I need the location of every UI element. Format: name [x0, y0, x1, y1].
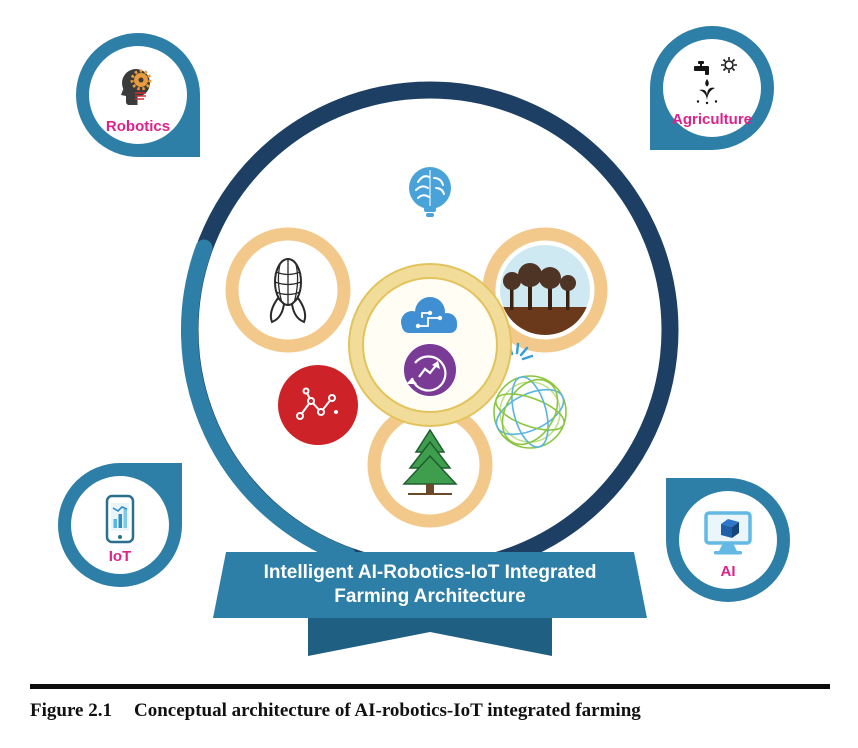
integrated-farming-diagram — [181, 81, 679, 579]
badge-iot-label: IoT — [108, 547, 132, 565]
water-tap-plant-sun-icon — [684, 50, 740, 110]
cloud-circuit-icon — [401, 297, 457, 333]
badge-robotics-label: Robotics — [105, 117, 171, 135]
center-hub — [348, 263, 512, 427]
forest-icon — [482, 227, 608, 353]
smartphone-chart-icon — [92, 487, 148, 547]
analytics-cycle-icon — [402, 342, 458, 398]
brain-lightbulb-icon — [409, 167, 451, 217]
badge-iot: IoT — [58, 463, 182, 587]
wireframe-globe-icon — [493, 375, 567, 449]
robot-head-gear-icon — [110, 57, 166, 117]
badge-robotics-inner: Robotics — [89, 46, 187, 144]
banner-line-2: Farming Architecture — [334, 586, 526, 607]
monitor-cube-icon — [700, 502, 756, 562]
badge-robotics: Robotics — [76, 33, 200, 157]
banner-band: Intelligent AI-Robotics-IoT Integrated F… — [213, 552, 647, 618]
corn-icon — [225, 227, 351, 353]
figure-caption-text: Conceptual architecture of AI-robotics-I… — [133, 700, 641, 721]
badge-agriculture: Agriculture — [650, 26, 774, 150]
banner-line-1: Intelligent AI-Robotics-IoT Integrated — [263, 561, 597, 583]
badge-ai: AI — [666, 478, 790, 602]
badge-agriculture-inner: Agriculture — [663, 39, 761, 137]
figure-caption-label: Figure 2.1 — [30, 700, 112, 721]
figure-divider — [30, 684, 830, 689]
molecule-network-icon — [278, 365, 358, 445]
figure-caption: Figure 2.1 Conceptual architecture of AI-… — [30, 700, 641, 722]
banner-ribbon: Intelligent AI-Robotics-IoT Integrated F… — [213, 552, 647, 660]
badge-iot-inner: IoT — [71, 476, 169, 574]
badge-agriculture-label: Agriculture — [671, 110, 752, 128]
badge-ai-label: AI — [720, 562, 736, 580]
badge-ai-inner: AI — [679, 491, 777, 589]
